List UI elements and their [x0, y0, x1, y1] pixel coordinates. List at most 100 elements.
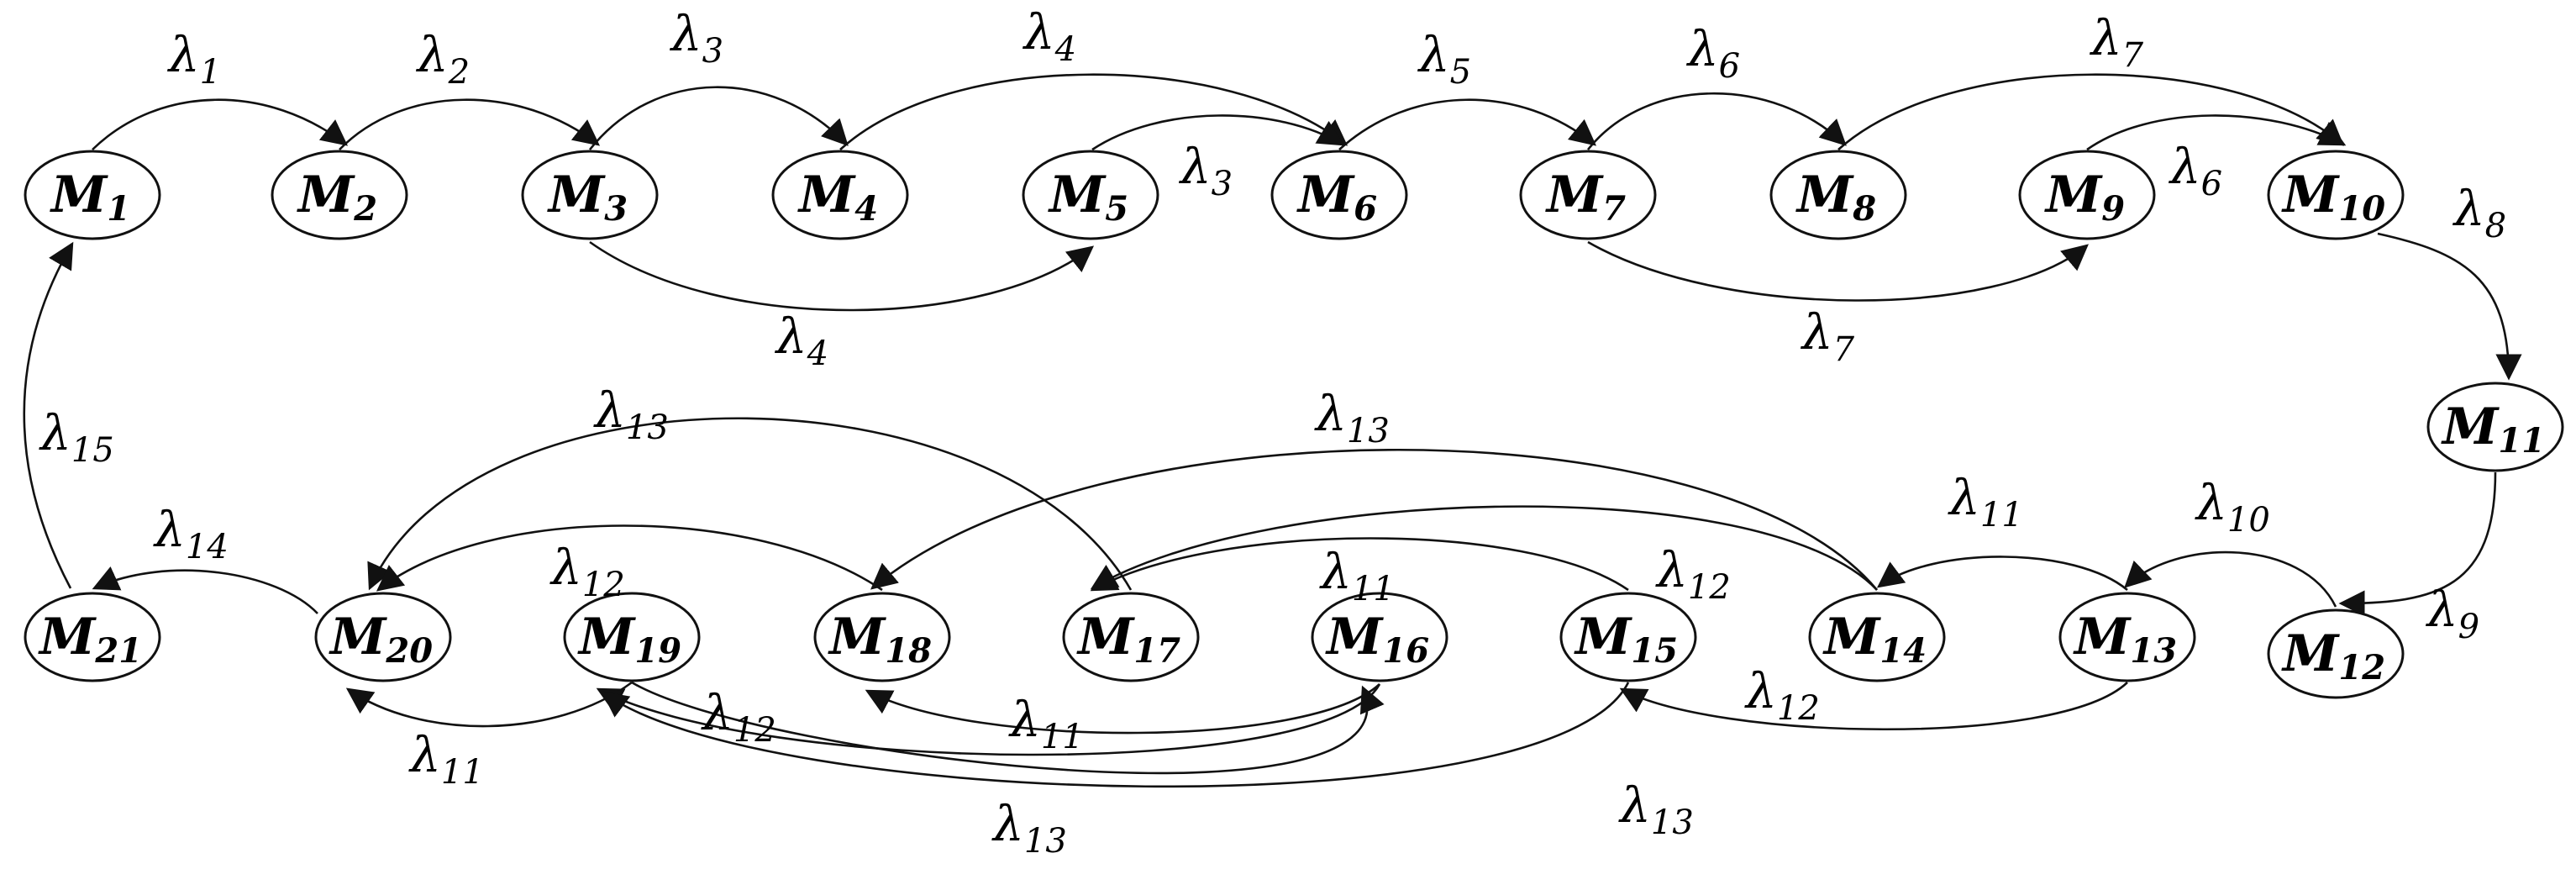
edge-m11-to-m12 [2338, 471, 2497, 617]
edge-label-symbol: λ [416, 26, 449, 83]
node-label: M17 [1076, 608, 1180, 671]
node-ellipse [813, 592, 951, 682]
edge-label-subscript: 5 [1450, 53, 1471, 92]
node-label: M8 [1795, 166, 1876, 229]
edge-m1-to-m2 [92, 98, 349, 150]
node-label: M5 [1048, 166, 1128, 229]
node-ellipse [2018, 150, 2156, 240]
edge-label-symbol: λ [2195, 474, 2227, 531]
edge-label-symbol: λ [1023, 3, 1055, 61]
edge-label-subscript: 13 [1347, 412, 1390, 450]
node-m4: M4 [771, 150, 909, 240]
node-label: M15 [1574, 608, 1678, 671]
edge-label-m16-to-m19: λ12 [701, 684, 776, 750]
node-label-subscript: 21 [94, 631, 142, 671]
node-label: M12 [2281, 624, 2385, 687]
edge-label-subscript: 13 [1024, 822, 1067, 861]
node-label-subscript: 10 [2338, 189, 2385, 229]
edge-label-subscript: 12 [582, 566, 625, 604]
edge-label-m19-to-m20: λ11 [408, 726, 484, 792]
node-m15: M15 [1559, 592, 1697, 682]
node-ellipse [1062, 592, 1200, 682]
edge-label-symbol: λ [1314, 385, 1347, 442]
node-m17: M17 [1062, 592, 1200, 682]
node-label: M6 [1296, 166, 1377, 229]
edge-label-symbol: λ [775, 308, 807, 365]
edge-label-m12-to-m13: λ10 [2195, 474, 2270, 540]
edge-label-subscript: 15 [71, 431, 114, 470]
node-ellipse [24, 150, 161, 240]
edge-m13-to-m14 [1876, 556, 2128, 591]
edge-label-symbol: λ [670, 5, 702, 62]
edge-label-m19-to-m16: λ13 [1618, 777, 1694, 842]
node-label-symbol: M [1795, 166, 1854, 224]
node-label: M9 [2044, 166, 2125, 229]
edge-label-m14-to-m18: λ13 [1314, 385, 1390, 450]
node-m20: M20 [314, 592, 452, 682]
edge-label-symbol: λ [1319, 543, 1352, 600]
edge-m3-to-m5 [589, 240, 1095, 312]
edge-label-m1-to-m2: λ1 [167, 26, 221, 92]
node-m19: M19 [563, 592, 701, 682]
node-label-subscript: 1 [107, 189, 130, 229]
edge-label-m4-to-m6: λ4 [1023, 3, 1076, 69]
edge-label-symbol: λ [991, 795, 1024, 852]
node-m8: M8 [1769, 150, 1907, 240]
edge-label-subscript: 2 [448, 53, 470, 92]
node-label-symbol: M [1325, 608, 1384, 666]
edge-label-m2-to-m3: λ2 [416, 26, 470, 92]
edge-m16-to-m18 [865, 683, 1380, 735]
node-label-symbol: M [797, 166, 856, 224]
edge-label-subscript: 11 [1980, 496, 2023, 535]
node-label: M21 [38, 608, 142, 671]
edge-m2-to-m3 [339, 98, 601, 150]
node-m12: M12 [2267, 608, 2405, 699]
edge-m7-to-m8 [1586, 92, 1847, 150]
node-label-symbol: M [2044, 166, 2103, 224]
edge-m5-to-m6 [1091, 114, 1345, 151]
node-m11: M11 [2426, 382, 2564, 472]
edge-label-subscript: 6 [2201, 165, 2222, 203]
node-label-symbol: M [297, 166, 355, 224]
edge-label-m13-to-m15: λ12 [1744, 662, 1820, 728]
edge-label-m10-to-m11: λ8 [2452, 180, 2506, 245]
node-label-subscript: 16 [1382, 631, 1429, 671]
edge-m17-to-m20 [367, 417, 1133, 591]
node-label-subscript: 2 [353, 189, 377, 229]
edge-label-m17-to-m20: λ13 [593, 382, 669, 447]
edge-m7-to-m9 [1587, 240, 2089, 302]
edge-label-symbol: λ [701, 684, 733, 741]
node-m16: M16 [1311, 592, 1448, 682]
node-label-subscript: 20 [385, 631, 433, 671]
node-label-subscript: 18 [885, 631, 932, 671]
node-label-subscript: 3 [604, 189, 628, 229]
node-ellipse [1559, 592, 1697, 682]
edge-m18-to-m20 [376, 524, 883, 592]
edge-label-subscript: 7 [2122, 36, 2144, 75]
edge-label-m3-to-m4: λ3 [670, 5, 723, 71]
node-ellipse [771, 150, 909, 240]
node-label-symbol: M [1574, 608, 1632, 666]
edge-label-symbol: λ [2169, 138, 2201, 195]
edge-label-subscript: 12 [733, 711, 776, 750]
node-label: M20 [329, 608, 433, 671]
edge-m14-to-m17 [1090, 505, 1878, 591]
edge-label-symbol: λ [1417, 26, 1450, 83]
edge-m6-to-m7 [1338, 98, 1597, 150]
node-ellipse [521, 150, 659, 240]
node-ellipse [563, 592, 701, 682]
node-ellipse [2267, 608, 2405, 699]
node-m21: M21 [24, 592, 161, 682]
node-label-symbol: M [2073, 608, 2132, 666]
edge-label-subscript: 4 [807, 334, 828, 373]
edge-m13-to-m15 [1619, 682, 2128, 731]
node-label: M13 [2073, 608, 2177, 671]
edge-label-symbol: λ [1618, 777, 1651, 834]
node-ellipse [314, 592, 452, 682]
node-label-symbol: M [2441, 398, 2500, 456]
edge-label-m8-to-m10: λ7 [2090, 9, 2144, 75]
edge-label-symbol: λ [167, 26, 200, 83]
node-m6: M6 [1270, 150, 1408, 240]
